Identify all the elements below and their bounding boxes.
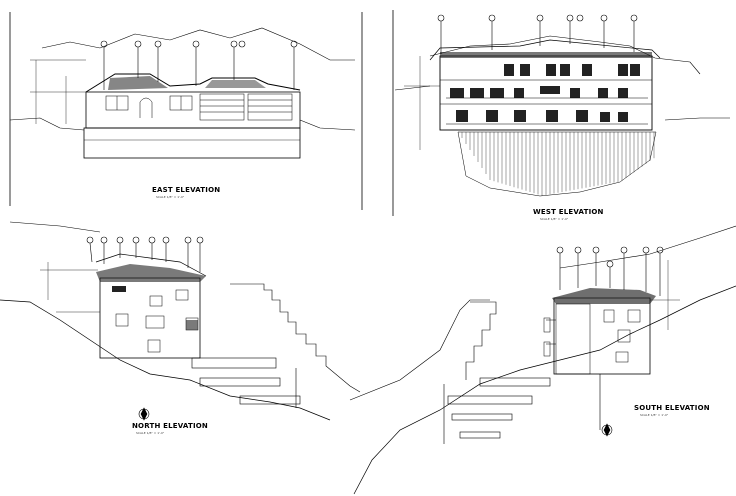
west-elevation-scale: SCALE 1/8" = 1'-0" <box>540 217 569 221</box>
west-elevation: WEST ELEVATION SCALE 1/8" = 1'-0" <box>394 14 730 221</box>
sheet-frame <box>9 10 394 216</box>
west-callout-bubbles <box>437 14 638 54</box>
east-roof-hatch <box>108 76 168 90</box>
east-callout-bubbles <box>100 40 298 90</box>
east-windows <box>105 95 193 118</box>
east-elevation: EAST ELEVATION SCALE 1/8" = 1'-0" <box>9 27 356 199</box>
north-callout-bubbles <box>86 236 204 272</box>
west-elevation-title: WEST ELEVATION <box>533 208 604 216</box>
south-elevation: SOUTH ELEVATION SCALE 1/8" = 1'-0" <box>349 225 736 495</box>
north-windows <box>115 289 199 353</box>
north-elevation-scale: SCALE 1/8" = 1'-0" <box>136 431 165 435</box>
east-garage-doors <box>199 93 293 121</box>
north-arrow-icon <box>138 407 150 421</box>
east-elevation-title: EAST ELEVATION <box>152 186 220 194</box>
south-callout-bubbles <box>556 246 664 430</box>
south-section-arrow-icon <box>601 423 613 437</box>
south-elevation-scale: SCALE 1/8" = 1'-0" <box>640 413 669 417</box>
south-windows <box>603 309 641 363</box>
west-windows <box>450 64 640 122</box>
west-foundation-piers <box>457 131 657 197</box>
east-elevation-scale: SCALE 1/8" = 1'-0" <box>156 195 185 199</box>
west-foundation-hatch <box>461 132 655 196</box>
south-elevation-title: SOUTH ELEVATION <box>634 404 710 412</box>
north-elevation: NORTH ELEVATION SCALE 1/8" = 1'-0" <box>0 221 361 435</box>
north-elevation-title: NORTH ELEVATION <box>132 422 208 430</box>
